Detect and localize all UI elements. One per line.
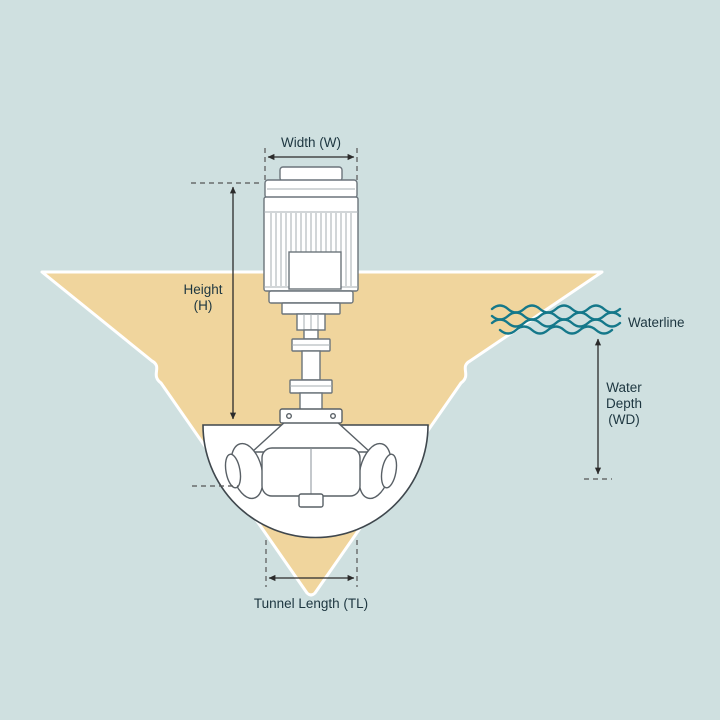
- motor-bottom-bell: [268, 290, 354, 304]
- shaft-segment: [299, 392, 323, 411]
- svg-text:(H): (H): [194, 298, 213, 313]
- mount-bolt: [286, 413, 293, 420]
- propeller-hub-left: [224, 453, 242, 489]
- motor-top-cap: [279, 166, 343, 182]
- height-label: Height (H): [183, 282, 222, 313]
- width-label: Width (W): [281, 135, 341, 150]
- svg-text:Water: Water: [606, 380, 642, 395]
- svg-text:Height: Height: [183, 282, 222, 297]
- motor: [263, 166, 359, 315]
- wave-line: [490, 318, 622, 328]
- tunnel-length-label: Tunnel Length (TL): [254, 596, 368, 611]
- thruster-drain-box: [298, 493, 324, 508]
- labels: Width (W) Height (H) Waterline Water Dep…: [183, 135, 684, 611]
- dimension-annotations: [191, 148, 612, 587]
- motor-cooling-fins: [270, 213, 352, 286]
- shaft-segment: [301, 350, 321, 381]
- waterline-label: Waterline: [628, 315, 685, 330]
- motor-nameplate: [288, 251, 342, 290]
- motor-flange: [281, 302, 341, 315]
- svg-text:Depth: Depth: [606, 396, 642, 411]
- waterline-waves: [490, 304, 622, 335]
- svg-text:(WD): (WD): [608, 412, 639, 427]
- drive-shaft: [289, 313, 333, 411]
- wave-line: [498, 325, 614, 335]
- thruster-mount-flange: [279, 408, 343, 424]
- thruster-unit: [224, 408, 398, 508]
- propeller-hub-right: [380, 453, 398, 489]
- water-depth-label: Water Depth (WD): [606, 380, 642, 427]
- shaft-segment: [303, 329, 319, 340]
- mount-bolt: [330, 413, 337, 420]
